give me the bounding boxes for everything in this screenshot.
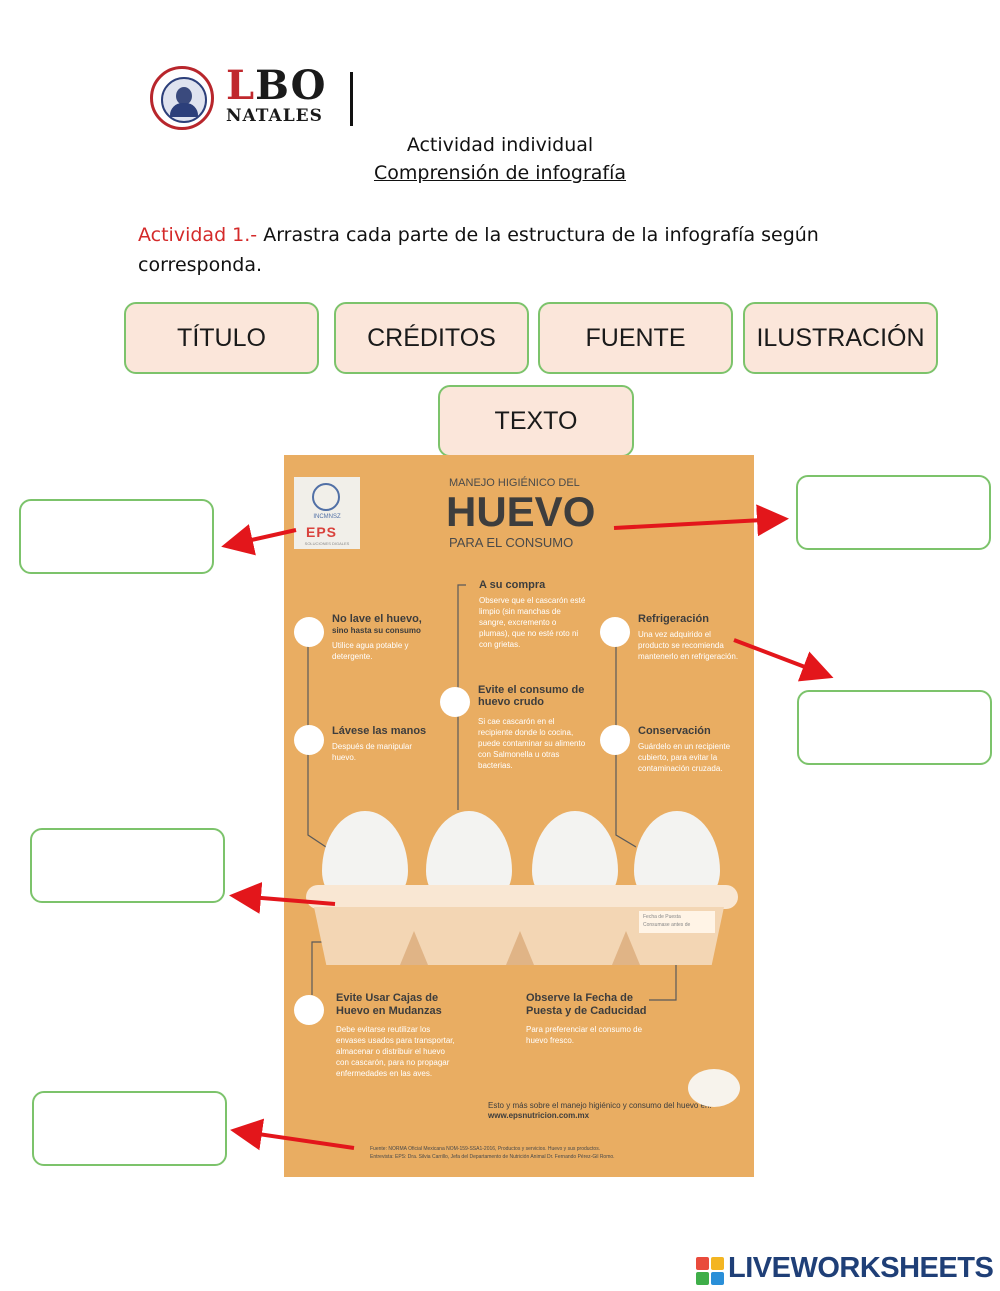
container-icon <box>600 725 630 755</box>
section-evite-title: Evite el consumo de huevo crudo <box>478 684 585 708</box>
section-lavese-title: Lávese las manos <box>332 725 427 737</box>
drag-option-ilustracion[interactable]: ILUSTRACIÓN <box>743 302 938 374</box>
section-cajas-body: Debe evitarse reutilizar los envases usa… <box>336 1025 455 1078</box>
drag-option-texto[interactable]: TEXTO <box>438 385 634 457</box>
section-fecha-title: Observe la Fecha de Puesta y de Caducida… <box>526 992 647 1017</box>
drag-option-creditos[interactable]: CRÉDITOS <box>334 302 529 374</box>
section-a-su-compra-title: A su compra <box>479 579 546 591</box>
school-logo-subtext: NATALES <box>226 106 323 126</box>
drag-option-titulo[interactable]: TÍTULO <box>124 302 319 374</box>
arrow-text <box>733 638 834 682</box>
activity-instructions: Actividad 1.- Arrastra cada parte de la … <box>138 220 858 280</box>
drag-option-fuente[interactable]: FUENTE <box>538 302 733 374</box>
section-refrigeracion-title: Refrigeración <box>638 613 709 625</box>
infographic-kicker: MANEJO HIGIÉNICO DEL <box>449 477 580 489</box>
section-conservacion-body: Guárdelo en un recipiente cubierto, para… <box>638 742 731 773</box>
arrow-illustration <box>229 882 336 914</box>
thermometer-icon <box>600 617 630 647</box>
activity-text: Arrastra cada parte de la estructura de … <box>138 224 819 276</box>
carton-divider <box>612 931 640 965</box>
page-subtitle: Comprensión de infografía <box>373 162 627 184</box>
drop-zone-logos[interactable] <box>19 499 214 574</box>
sparkle-icon <box>294 617 324 647</box>
section-conservacion-title: Conservación <box>638 725 711 737</box>
section-no-lave-body: Utilice agua potable y detergente. <box>332 641 409 661</box>
carton-divider <box>506 931 534 965</box>
liveworksheets-logo-icon <box>696 1257 724 1285</box>
infographic-logos: INCMNSZ EPS SOLUCIONES DIGALES <box>294 477 360 549</box>
section-no-lave-sub: sino hasta su consumo <box>332 626 421 635</box>
infographic-source: Fuente: NORMA Oficial Mexicana NOM-159-S… <box>370 1146 615 1160</box>
section-lavese-body: Después de manipular huevo. <box>332 742 413 762</box>
school-logo-text: LBO <box>226 62 327 109</box>
incmnsz-logo-icon <box>312 483 340 511</box>
section-a-su-compra-body: Observe que el cascarón esté limpio (sin… <box>479 596 586 649</box>
arrow-title <box>613 504 789 537</box>
arrow-logos <box>221 524 297 556</box>
section-cajas-title: Evite Usar Cajas de Huevo en Mudanzas <box>336 992 442 1017</box>
infographic-subhead: PARA EL CONSUMO <box>449 535 574 550</box>
egg-tray-rim <box>306 885 738 909</box>
drop-zone-illustration[interactable] <box>30 828 225 903</box>
cracked-egg-icon <box>440 687 470 717</box>
drop-zone-text[interactable] <box>797 690 992 765</box>
broken-egg-icon <box>688 1069 740 1107</box>
arrow-source <box>230 1118 355 1151</box>
section-refrigeracion-body: Una vez adquirido el producto se recomie… <box>638 630 739 661</box>
eps-logo: EPS <box>306 524 338 540</box>
section-evite-body: Si cae cascarón en el recipiente donde l… <box>478 717 586 770</box>
hand-wash-icon <box>294 725 324 755</box>
infographic: INCMNSZ EPS SOLUCIONES DIGALES MANEJO HI… <box>284 455 754 1177</box>
activity-label: Actividad 1.- <box>138 224 258 246</box>
school-seal-logo <box>150 66 214 130</box>
drop-zone-source[interactable] <box>32 1091 227 1166</box>
carton-divider <box>400 931 428 965</box>
logo-divider <box>350 72 353 126</box>
more-info-text: Esto y más sobre el manejo higiénico y c… <box>488 1101 712 1120</box>
liveworksheets-brand[interactable]: LIVEWORKSHEETS <box>728 1252 994 1284</box>
drop-zone-title[interactable] <box>796 475 991 550</box>
page-title: Actividad individual <box>406 134 594 156</box>
section-fecha-body: Para preferenciar el consumo de huevo fr… <box>526 1025 643 1045</box>
infographic-connectors <box>307 584 677 1001</box>
section-no-lave-title: No lave el huevo, <box>332 613 422 625</box>
infographic-headline: HUEVO <box>446 488 596 535</box>
recycle-icon <box>294 995 324 1025</box>
